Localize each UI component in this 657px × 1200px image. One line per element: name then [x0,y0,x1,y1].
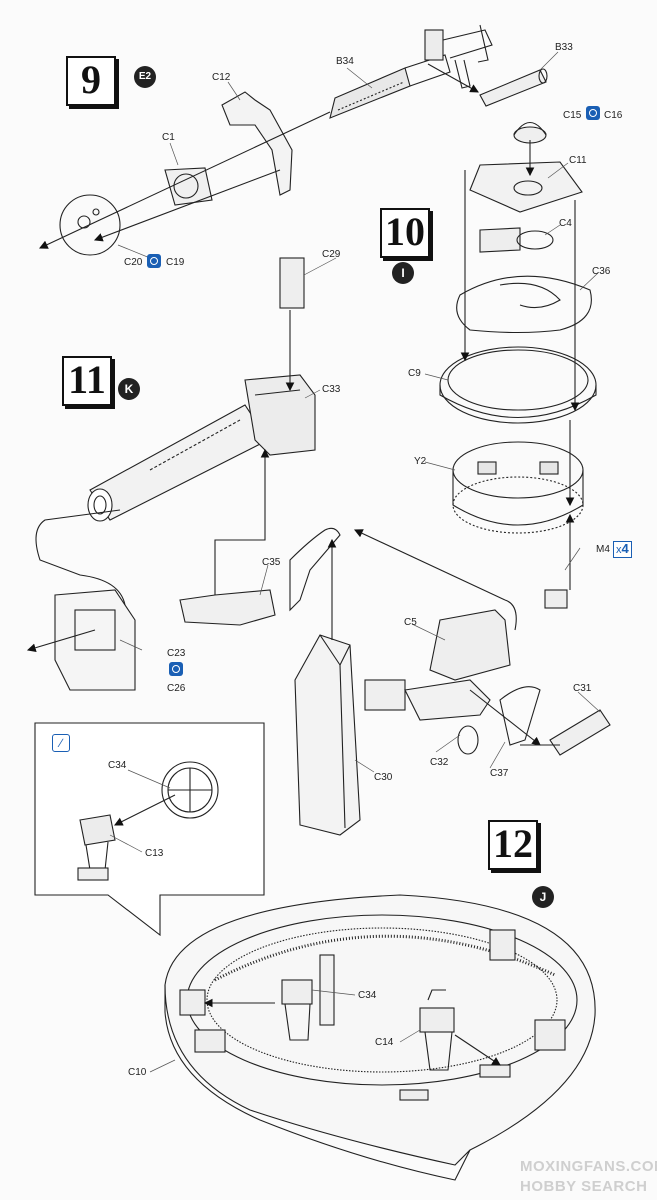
step-9-code: E2 [134,66,156,88]
c30-panel [294,634,361,836]
label-c35: C35 [262,557,281,568]
cement-symbol-icon [147,254,161,268]
label-c15: C15 [563,110,582,121]
label-c10: C10 [128,1067,147,1078]
step-10-box: 10 [380,208,430,258]
label-c29: C29 [322,249,341,260]
label-m4: M4 [596,544,610,555]
cement-symbol-icon [169,662,183,676]
label-c20: C20 [124,257,143,268]
elevation-group [364,599,611,756]
label-c23: C23 [167,648,186,659]
step-12-code: J [532,886,554,908]
label-c33: C33 [322,384,341,395]
label-c36: C36 [592,266,611,277]
label-c30: C30 [374,772,393,783]
label-c37: C37 [490,768,509,779]
brush-icon: ∕ [52,734,70,752]
watermark-brand: HOBBY SEARCH [520,1178,648,1195]
label-b33: B33 [555,42,573,53]
step-11-code: K [118,378,140,400]
label-c32: C32 [430,757,449,768]
step10-parts [439,121,597,609]
label-b34: B34 [336,56,354,67]
watermark-site: MOXINGFANS.COM [520,1158,657,1175]
label-c1: C1 [162,132,175,143]
label-c4: C4 [559,218,572,229]
label-c14: C14 [375,1037,394,1048]
label-y2: Y2 [414,456,427,467]
step12-floor [164,894,596,1181]
quantity-badge: x4 [613,541,632,558]
inset-box [34,722,265,937]
label-c11: C11 [569,155,587,166]
label-c34-floor: C34 [358,990,377,1001]
step-11-box: 11 [62,356,112,406]
label-c9: C9 [408,368,421,379]
label-c31: C31 [573,683,592,694]
cement-symbol-icon [586,106,600,120]
step9-parts [59,24,548,256]
label-c19: C19 [166,257,185,268]
step11-parts [54,257,341,691]
label-c12: C12 [212,72,231,83]
step-12-box: 12 [488,820,538,870]
label-c13: C13 [145,848,164,859]
step-10-code: I [392,262,414,284]
label-c16: C16 [604,110,623,121]
label-c26: C26 [167,683,186,694]
step-9-box: 9 [66,56,116,106]
label-c34-inset: C34 [108,760,127,771]
label-c5: C5 [404,617,417,628]
